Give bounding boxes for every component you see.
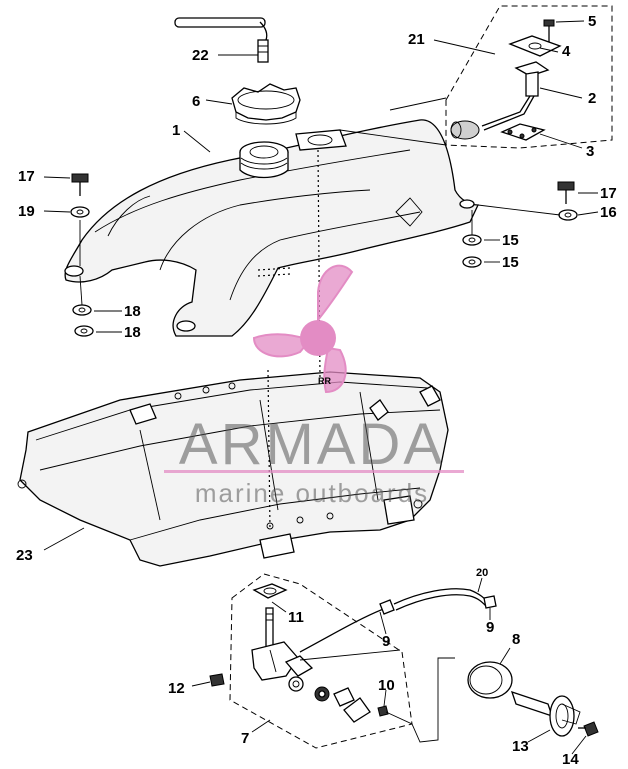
- fuel-gauge-sender-group: [339, 5, 613, 149]
- callout-15a: 15: [502, 232, 519, 249]
- callout-17b: 17: [600, 185, 617, 202]
- callout-9b: 9: [486, 619, 494, 636]
- callout-4: 4: [562, 43, 571, 60]
- callout-5: 5: [588, 13, 596, 30]
- fuel-tank-part: [64, 119, 480, 337]
- callout-22: 22: [192, 47, 209, 64]
- callout-19: 19: [18, 203, 35, 220]
- callout-labels: 1 2 3 4 5 6 7 8 9 9 10 11 12 13 14 15 15…: [16, 13, 617, 768]
- fuel-cock-knob-group: [467, 661, 599, 737]
- frame-mark-label: RR: [318, 376, 331, 386]
- callout-6: 6: [192, 93, 200, 110]
- callout-21: 21: [408, 31, 425, 48]
- propeller-logo-icon: [252, 264, 354, 394]
- callout-2: 2: [588, 90, 596, 107]
- callout-8: 8: [512, 631, 520, 648]
- vent-tube-part: [174, 17, 269, 63]
- callout-3: 3: [586, 143, 594, 160]
- callout-15b: 15: [502, 254, 519, 271]
- callout-13: 13: [512, 738, 529, 755]
- fuel-cock-group: [209, 573, 497, 749]
- callout-7: 7: [241, 730, 249, 747]
- callout-18a: 18: [124, 303, 141, 320]
- callout-10: 10: [378, 677, 395, 694]
- callout-16: 16: [600, 204, 617, 221]
- callout-14: 14: [562, 751, 579, 768]
- leader-lines: [43, 20, 599, 755]
- left-bolts-washers: [70, 173, 94, 337]
- callout-9a: 9: [382, 633, 390, 650]
- callout-11: 11: [288, 609, 304, 626]
- callout-20: 20: [476, 567, 488, 579]
- fuel-cap-part: [231, 83, 301, 125]
- watermark-brand: ARMADA: [179, 412, 445, 477]
- watermark-tagline: marine outboards: [195, 478, 429, 508]
- callout-18b: 18: [124, 324, 141, 341]
- armada-watermark: ARMADA marine outboards: [164, 264, 464, 508]
- callout-17a: 17: [18, 168, 35, 185]
- right-bolts-washers: [462, 181, 578, 268]
- tank-tray-frame-part: [17, 149, 449, 567]
- callout-1: 1: [172, 122, 180, 139]
- callout-23: 23: [16, 547, 33, 564]
- callout-12: 12: [168, 680, 185, 697]
